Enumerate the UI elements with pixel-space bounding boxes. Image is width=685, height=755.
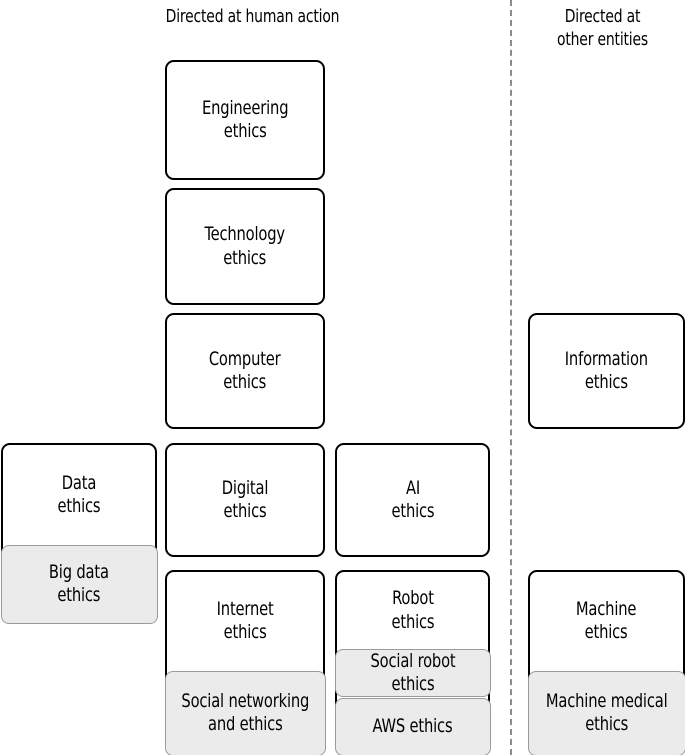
subbox-machine-medical-ethics-label: Machine medical ethics (545, 689, 668, 735)
column-header-human-action: Directed at human action (165, 6, 340, 27)
box-digital-ethics-label: Digital ethics (221, 476, 269, 522)
box-information-ethics-label: Information ethics (564, 347, 649, 393)
subbox-big-data-ethics-label: Big data ethics (49, 560, 109, 606)
box-data-ethics-label: Data ethics (57, 471, 101, 517)
box-ai-ethics[interactable]: AI ethics (335, 443, 490, 557)
vertical-dashed-divider (510, 0, 512, 755)
subbox-social-robot-ethics-label: Social robot ethics (370, 649, 455, 695)
subbox-social-networking-and-ethics[interactable]: Social networking and ethics (164, 670, 326, 755)
box-computer-ethics[interactable]: Computer ethics (165, 313, 325, 429)
box-technology-ethics-label: Technology ethics (204, 223, 286, 269)
subbox-social-robot-ethics[interactable]: Social robot ethics (334, 649, 491, 697)
column-header-other-entities: Directed at other entities (557, 6, 648, 51)
subbox-machine-medical-ethics[interactable]: Machine medical ethics (527, 670, 685, 755)
box-data-ethics-head: Data ethics (3, 445, 155, 545)
box-internet-ethics-head: Internet ethics (167, 572, 323, 671)
subbox-big-data-ethics[interactable]: Big data ethics (0, 544, 158, 624)
box-robot-ethics-head: Robot ethics (337, 572, 488, 649)
box-machine-ethics-label: Machine ethics (576, 598, 637, 644)
box-engineering-ethics-label: Engineering ethics (201, 96, 289, 142)
box-engineering-ethics[interactable]: Engineering ethics (165, 60, 325, 180)
box-machine-ethics-head: Machine ethics (530, 572, 683, 671)
box-information-ethics[interactable]: Information ethics (528, 313, 685, 429)
box-computer-ethics-label: Computer ethics (209, 347, 281, 393)
subbox-aws-ethics-label: AWS ethics (372, 714, 453, 737)
subbox-social-networking-and-ethics-label: Social networking and ethics (181, 689, 309, 735)
box-internet-ethics-label: Internet ethics (216, 598, 274, 644)
box-robot-ethics-label: Robot ethics (391, 587, 434, 633)
box-technology-ethics[interactable]: Technology ethics (165, 188, 325, 305)
subbox-aws-ethics[interactable]: AWS ethics (334, 697, 491, 755)
box-digital-ethics[interactable]: Digital ethics (165, 443, 325, 557)
box-ai-ethics-label: AI ethics (391, 476, 434, 522)
